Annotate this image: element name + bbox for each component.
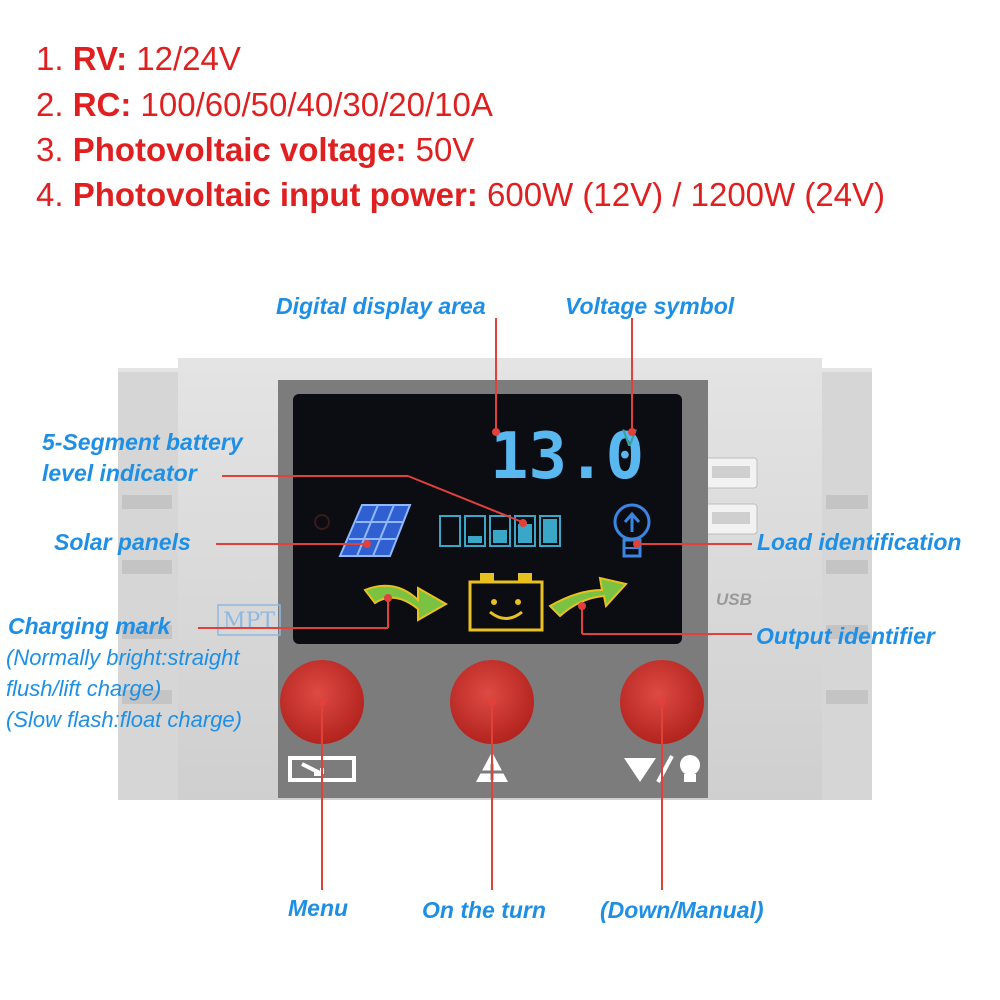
lightbulb-icon — [613, 503, 651, 558]
battery-level-indicator — [439, 515, 561, 547]
spec-number: 4. — [36, 176, 64, 213]
voltage-reading: 13.0 — [490, 420, 644, 494]
label-battery-level-line2: level indicator — [42, 460, 197, 486]
label-menu: Menu — [288, 895, 349, 921]
spec-value: 12/24V — [136, 40, 241, 77]
label-down-manual: (Down/Manual) — [600, 897, 764, 923]
usb-text: USB — [716, 590, 752, 609]
spec-number: 2. — [36, 86, 64, 123]
label-battery-level-line1: 5-Segment battery — [42, 429, 243, 455]
spec-line-rc: 2. RC: 100/60/50/40/30/20/10A — [36, 88, 493, 121]
spec-number: 1. — [36, 40, 64, 77]
label-output-identifier: Output identifier — [756, 623, 935, 649]
spec-value: 100/60/50/40/30/20/10A — [140, 86, 493, 123]
spec-key: Photovoltaic input power: — [72, 176, 478, 213]
charging-note-1: (Normally bright:straight — [6, 645, 240, 670]
label-digital-display-area: Digital display area — [276, 293, 486, 319]
spec-line-rv: 1. RV: 12/24V — [36, 42, 241, 75]
logo-frame — [217, 604, 281, 636]
spec-line-pv-power: 4. Photovoltaic input power: 600W (12V) … — [36, 178, 885, 211]
spec-key: Photovoltaic voltage: — [72, 131, 407, 168]
spec-value: 50V — [415, 131, 475, 168]
mpt-logo-text: MPT — [223, 609, 275, 634]
lcd-display: 13.0 V — [293, 394, 682, 644]
spec-number: 3. — [36, 131, 64, 168]
down-manual-icon — [624, 755, 700, 783]
charging-note-3: (Slow flash:float charge) — [6, 707, 242, 732]
label-solar-panels: Solar panels — [54, 529, 191, 555]
usb-port-icon — [704, 457, 758, 535]
spec-key: RC: — [72, 86, 132, 123]
label-voltage-symbol: Voltage symbol — [565, 293, 735, 319]
charging-note-2: flush/lift charge) — [6, 676, 162, 701]
spec-line-pv-voltage: 3. Photovoltaic voltage: 50V — [36, 133, 474, 166]
label-on-the-turn: On the turn — [422, 897, 546, 923]
label-load-identification: Load identification — [757, 529, 962, 555]
battery-icon — [468, 573, 544, 632]
spec-value: 600W (12V) / 1200W (24V) — [487, 176, 886, 213]
spec-key: RV: — [72, 40, 128, 77]
label-charging-mark: Charging mark — [8, 613, 171, 639]
callout-lines — [198, 318, 752, 890]
output-arrow-icon — [548, 576, 628, 618]
